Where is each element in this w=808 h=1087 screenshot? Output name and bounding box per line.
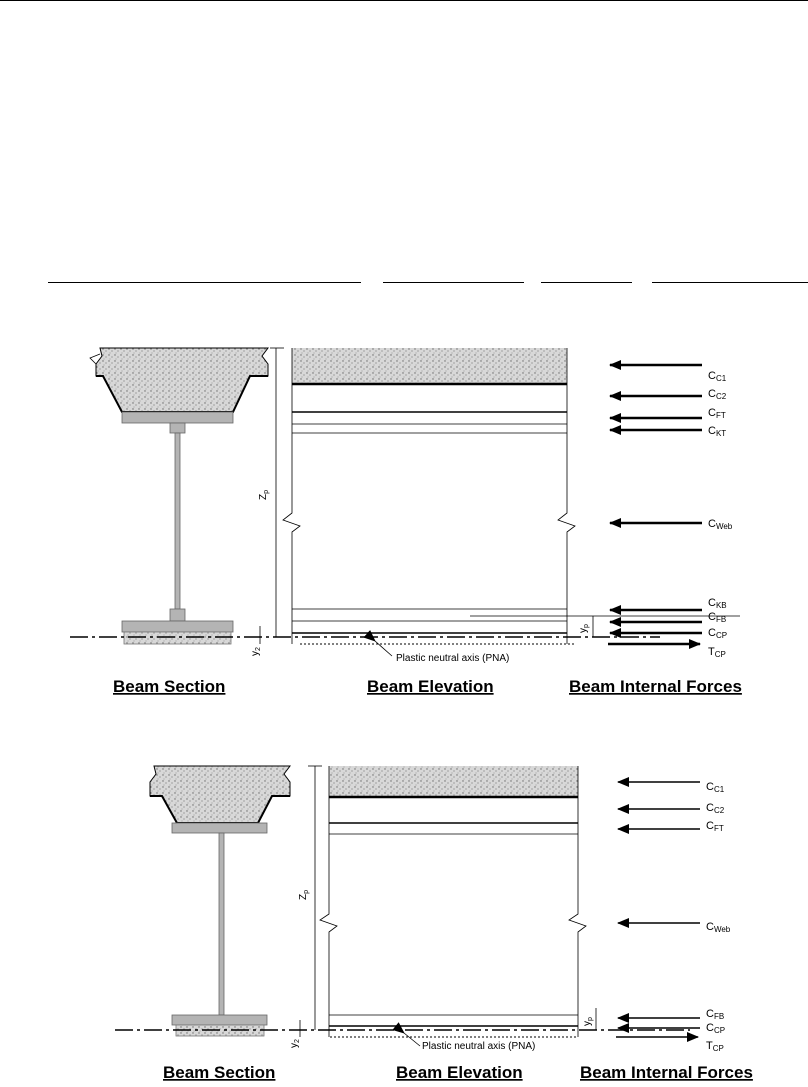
force-label-cweb-1: CWeb xyxy=(708,518,733,531)
dim-zp-label-1: Zp xyxy=(258,490,270,500)
dim-y2-label-1: y2 xyxy=(250,647,262,656)
force-label-ccp-2: CCP xyxy=(706,1022,725,1035)
figure-1: Zp y2 yp Plastic neutral axis (PNA) xyxy=(70,347,742,696)
table-rule-3 xyxy=(541,282,632,283)
dim-y2-label-2: y2 xyxy=(289,1039,301,1048)
pna-label-2: Plastic neutral axis (PNA) xyxy=(422,1041,535,1052)
table-rule-1 xyxy=(48,282,361,283)
caption-beam-forces-1: Beam Internal Forces xyxy=(569,677,742,696)
beam-elevation-2 xyxy=(319,766,587,1037)
pna-label-1: Plastic neutral axis (PNA) xyxy=(396,653,509,664)
bottom-flange-1 xyxy=(121,620,234,633)
figure-2: Zp y2 yp Plastic neutral axis (PNA) CC1 … xyxy=(115,765,753,1082)
beam-elevation-1 xyxy=(89,348,740,644)
beam-section-2 xyxy=(149,765,291,1037)
force-label-cft-2: CFT xyxy=(706,820,724,833)
force-label-cfb-1: CFB xyxy=(708,611,726,624)
force-label-ckt-1: CKT xyxy=(708,425,726,438)
concrete-slab-2 xyxy=(149,765,291,824)
force-label-cft-1: CFT xyxy=(708,407,726,420)
bottom-flange-2 xyxy=(171,1014,268,1026)
cover-plate-1 xyxy=(123,631,232,645)
caption-beam-section-1: Beam Section xyxy=(113,677,225,696)
concrete-slab-1 xyxy=(95,347,269,413)
top-flange-1 xyxy=(121,411,234,424)
table-rule-2 xyxy=(383,282,524,283)
force-label-tcp-2: TCP xyxy=(706,1040,724,1053)
dim-yp-label-2: yp xyxy=(582,1017,594,1026)
internal-forces-2: CC1 CC2 CFT CWeb CFB CCP TCP xyxy=(616,777,731,1053)
internal-forces-1: CC1 CC2 CFT CKT CWeb CKB CFB CCP TCP xyxy=(608,360,733,659)
dim-zp-label-2: Zp xyxy=(298,890,310,900)
web-2 xyxy=(218,832,225,1016)
caption-beam-elevation-2: Beam Elevation xyxy=(396,1063,523,1082)
beam-section-1 xyxy=(95,347,269,645)
caption-beam-forces-2: Beam Internal Forces xyxy=(580,1063,753,1082)
force-label-ckb-1: CKB xyxy=(708,597,727,610)
table-rule-4 xyxy=(652,282,808,283)
elevation-slab-2 xyxy=(329,766,578,796)
elevation-slab-1 xyxy=(292,348,567,383)
force-label-cc1-2: CC1 xyxy=(706,781,725,794)
force-label-ccp-1: CCP xyxy=(708,627,727,640)
force-label-cweb-2: CWeb xyxy=(706,921,731,934)
bottom-fillet-1 xyxy=(169,608,186,622)
force-label-cc2-1: CC2 xyxy=(708,388,727,401)
force-label-tcp-1: TCP xyxy=(708,646,726,659)
top-fillet-1 xyxy=(169,422,186,434)
force-label-cc2-2: CC2 xyxy=(706,802,725,815)
force-label-cfb-2: CFB xyxy=(706,1008,724,1021)
web-1 xyxy=(174,432,181,610)
force-label-cc1-1: CC1 xyxy=(708,370,727,383)
caption-beam-section-2: Beam Section xyxy=(163,1063,275,1082)
page-top-rule xyxy=(0,0,808,1)
caption-beam-elevation-1: Beam Elevation xyxy=(367,677,494,696)
top-flange-2 xyxy=(171,822,268,834)
dim-yp-label-1: yp xyxy=(578,624,590,633)
